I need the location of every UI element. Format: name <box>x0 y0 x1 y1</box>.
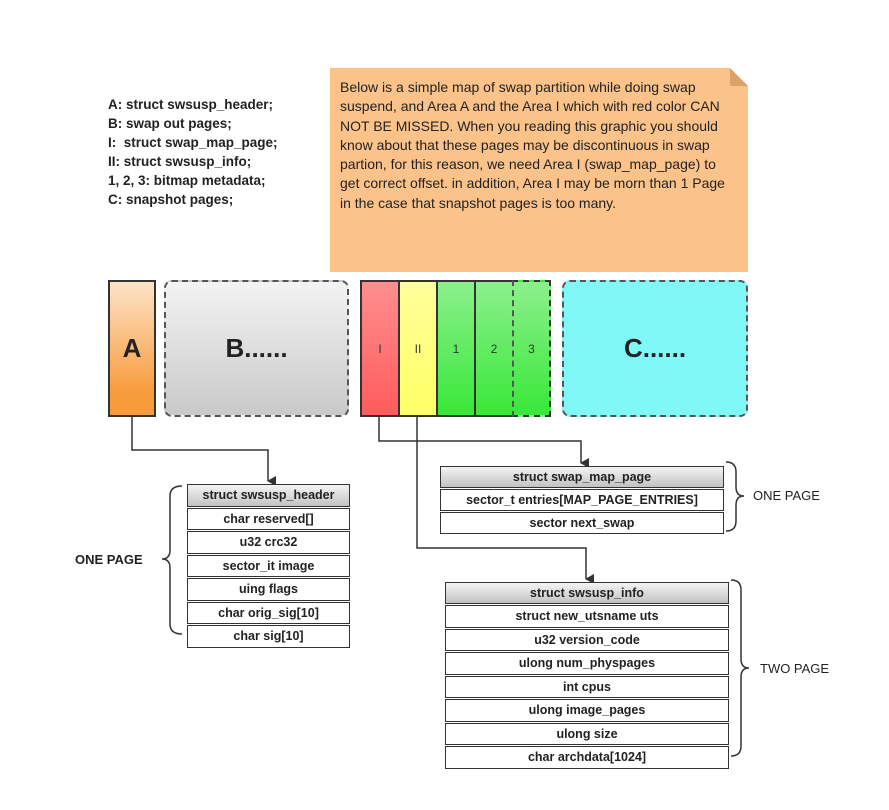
segment-label: 2 <box>490 341 498 356</box>
table-row: sector next_swap <box>440 512 724 534</box>
size-label-info: TWO PAGE <box>760 661 830 676</box>
area-b-label: B...... <box>225 333 288 363</box>
bitmap-segment-2: 2 <box>474 280 514 417</box>
legend: A: struct swsusp_header; B: swap out pag… <box>108 95 328 209</box>
table-title: struct swap_map_page <box>440 466 724 488</box>
segment-label: 1 <box>452 341 460 356</box>
legend-line: I: struct swap_map_page; <box>108 135 278 150</box>
table-title: struct swsusp_header <box>187 484 350 507</box>
segment-label: 3 <box>528 341 535 356</box>
connector-ii-to-info <box>416 417 594 584</box>
brace-map <box>725 461 745 532</box>
segment-label: II <box>414 341 422 356</box>
table-row: struct new_utsname uts <box>445 605 729 628</box>
segment-label: I <box>378 341 382 356</box>
table-row: char orig_sig[10] <box>187 601 350 624</box>
area-i-segment: I <box>360 280 400 417</box>
table-title: struct swsusp_info <box>445 582 729 604</box>
size-label-map: ONE PAGE <box>753 488 820 503</box>
legend-line: A: struct swsusp_header; <box>108 97 274 112</box>
table-row: uing flags <box>187 578 350 601</box>
note-text: Below is a simple map of swap partition … <box>340 79 725 211</box>
table-row: int cpus <box>445 675 729 698</box>
bitmap-segment-3: 3 <box>512 280 551 417</box>
table-row: sector_t entries[MAP_PAGE_ENTRIES] <box>440 489 724 511</box>
bitmap-segment-1: 1 <box>436 280 476 417</box>
table-row: u32 crc32 <box>187 531 350 554</box>
area-c-label: C...... <box>623 333 687 363</box>
legend-line: II: struct swsusp_info; <box>108 154 252 169</box>
connector-i-to-map <box>378 417 589 468</box>
brace-info <box>730 579 750 757</box>
table-row: char reserved[] <box>187 507 350 530</box>
table-swap-map-page: struct swap_map_page sector_t entries[MA… <box>440 466 724 534</box>
legend-line: B: swap out pages; <box>108 116 232 131</box>
table-swsusp-info: struct swsusp_info struct new_utsname ut… <box>445 582 729 769</box>
table-row: ulong image_pages <box>445 699 729 722</box>
legend-line: C: snapshot pages; <box>108 192 234 207</box>
table-swsusp-header: struct swsusp_header char reserved[] u32… <box>187 484 350 648</box>
connector-a-to-header <box>131 417 276 486</box>
note-box: Below is a simple map of swap partition … <box>330 68 748 272</box>
area-a-label: A <box>122 333 142 363</box>
area-ii-segment: II <box>398 280 438 417</box>
table-row: sector_it image <box>187 554 350 577</box>
area-b-block: B...... <box>164 280 349 417</box>
brace-header <box>161 485 183 635</box>
table-row: ulong size <box>445 722 729 745</box>
area-c-block: C...... <box>562 280 748 417</box>
table-row: ulong num_physpages <box>445 652 729 675</box>
legend-line: 1, 2, 3: bitmap metadata; <box>108 173 266 188</box>
area-a-block: A <box>108 280 156 417</box>
table-row: char archdata[1024] <box>445 746 729 769</box>
table-row: u32 version_code <box>445 628 729 651</box>
table-row: char sig[10] <box>187 625 350 648</box>
size-label-header: ONE PAGE <box>75 552 143 567</box>
